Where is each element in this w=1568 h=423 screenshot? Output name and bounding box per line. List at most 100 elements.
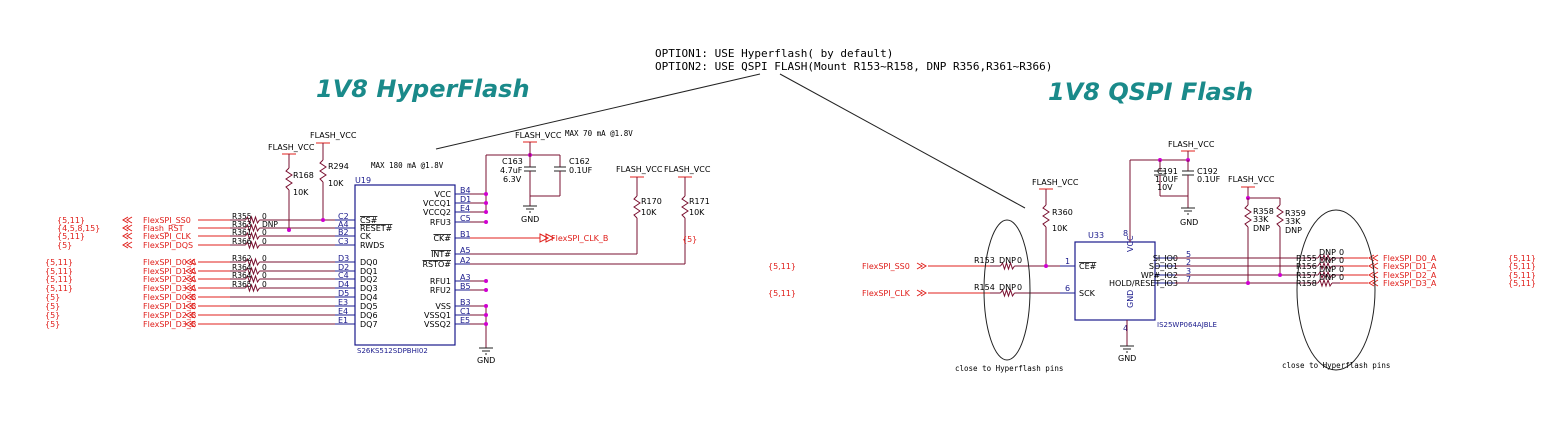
hyperflash-title: 1V8 HyperFlash [316, 75, 530, 103]
u33-vcc-num: 8 [1123, 229, 1128, 238]
sheet-reference: {5} [45, 302, 60, 311]
c162-ref: C162 [569, 157, 590, 166]
sheet-reference: {5,11} [45, 267, 73, 276]
signal-port [1368, 254, 1379, 262]
series-resistor-value: DNP [1319, 265, 1336, 274]
series-resistor-ref: R158 [1296, 279, 1317, 288]
r168-ref: R168 [293, 171, 314, 180]
u19-pin-name: DQ3 [360, 284, 378, 293]
left-placement-ellipse [983, 219, 1031, 361]
series-resistor-value: 0 [262, 280, 267, 289]
option-pointer-line-left [435, 73, 761, 150]
signal-net-name: FlexSPI_D2_A [143, 275, 197, 284]
r359-value: 33K [1285, 217, 1301, 226]
u19-pin-number: A2 [460, 256, 471, 265]
gnd-label: GND [1180, 218, 1198, 227]
u33-gnd-pin: GND [1126, 290, 1135, 308]
sheet-reference: {5,11} [1508, 254, 1536, 263]
u19-pin-number: A5 [460, 246, 471, 255]
u33-body [1074, 241, 1156, 321]
u19-pin-name: DQ1 [360, 267, 378, 276]
r358-r359-pullups: FLASH_VCC R358 33K DNP R359 33K DNP [1228, 175, 1306, 285]
gnd-label: GND [477, 356, 495, 365]
u33-pin-name: SI_IO0 [1153, 254, 1178, 263]
hf-max-current-2: MAX 70 mA @1.8V [565, 129, 633, 138]
flash-vcc-label: FLASH_VCC [1032, 178, 1079, 187]
u33-pin-number: 7 [1186, 275, 1191, 284]
c163-ref: C163 [502, 157, 523, 166]
r358-ref: R358 [1253, 207, 1274, 216]
signal-port [185, 293, 196, 301]
r294-value: 10K [328, 179, 344, 188]
series-resistor [1317, 253, 1333, 263]
u19-pin-name: DQ0 [360, 258, 378, 267]
junction-dot [484, 313, 488, 317]
junction-dot [484, 210, 488, 214]
u19-part-number: S26KS512SDPBHI02 [357, 347, 428, 355]
u19-pin-number: B4 [460, 186, 471, 195]
u19-pin-number: C4 [338, 271, 349, 280]
signal-net-name: FlexSPI_CLK [862, 289, 911, 298]
r170-ref: R170 [641, 197, 662, 206]
signal-net-name: FlexSPI_SS0 [862, 262, 910, 271]
clk-b-net: FlexSPI_CLK_B [551, 234, 608, 243]
u19-pin-name: RFU2 [430, 286, 451, 295]
r294-resistor [319, 159, 327, 183]
u19-pin-number: A4 [338, 220, 349, 229]
c191-voltage: 10V [1157, 183, 1173, 192]
u19-pin-name: VCCQ1 [423, 199, 451, 208]
r170-resistor [633, 195, 641, 219]
option-pointer-line-right [779, 73, 1026, 209]
u19-pin-number: D5 [338, 289, 349, 298]
series-resistor-ref: R157 [1296, 271, 1317, 280]
junction-dot [484, 322, 488, 326]
junction-dot [321, 218, 325, 222]
no-connect-dot [484, 279, 488, 283]
gnd-label: GND [1118, 354, 1136, 363]
series-resistor [245, 266, 260, 276]
u33-pin-number: 1 [1065, 257, 1070, 266]
signal-net-name: FlexSPI_D0_A [143, 258, 197, 267]
u19-pin-name: RFU3 [430, 218, 451, 227]
u33-pin-name: SCK [1079, 289, 1096, 298]
r294-pullup: FLASH_VCC R294 10K [310, 131, 357, 220]
u19-refdes: U19 [355, 176, 371, 185]
u19-pin-number: E1 [338, 316, 348, 325]
u33-vcc-pin: VCC [1126, 235, 1135, 252]
u19-pin-number: C3 [338, 237, 349, 246]
u19-pin-name: RSTO# [422, 260, 451, 269]
series-resistor-value: 0 [262, 254, 267, 263]
u19-pin-number: E3 [338, 298, 348, 307]
series-resistor-ref: R155 [1296, 254, 1317, 263]
u19-pin-name: RWDS [360, 241, 384, 250]
signal-port [185, 302, 196, 310]
qspi-title: 1V8 QSPI Flash [1048, 78, 1253, 106]
series-resistor [245, 240, 260, 250]
flash-vcc-label: FLASH_VCC [664, 165, 711, 174]
r168-value: 10K [293, 188, 309, 197]
series-resistor-ref: R363 [232, 220, 252, 229]
u19-pin-name: DQ2 [360, 275, 378, 284]
signal-port [122, 224, 133, 232]
r168-resistor [285, 167, 293, 191]
u19-hyperflash-chip: U19 S26KS512SDPBHI02 [354, 176, 456, 355]
c192-value: 0.1UF [1197, 175, 1221, 184]
series-resistor-value: DNP [262, 220, 278, 229]
series-resistor [245, 283, 260, 293]
signal-net-name: FlexSPI_D1_A [143, 267, 197, 276]
series-resistor-value: 0 [262, 263, 267, 272]
gnd-label: GND [521, 215, 539, 224]
u19-pin-number: B3 [460, 298, 471, 307]
r294-ref: R294 [328, 162, 349, 171]
r171-resistor [681, 195, 689, 219]
signal-port [185, 267, 196, 275]
no-connect-dot [484, 220, 488, 224]
signal-net-name: FlexSPI_D0_A [1383, 254, 1437, 263]
u33-pin-name: CE# [1079, 262, 1097, 271]
c192-ref: C192 [1197, 167, 1218, 176]
r170-pullup: FLASH_VCC R170 10K [470, 165, 663, 255]
series-resistor-value: DNP [1319, 256, 1336, 265]
signal-port [122, 232, 133, 240]
signal-port [1368, 271, 1379, 279]
